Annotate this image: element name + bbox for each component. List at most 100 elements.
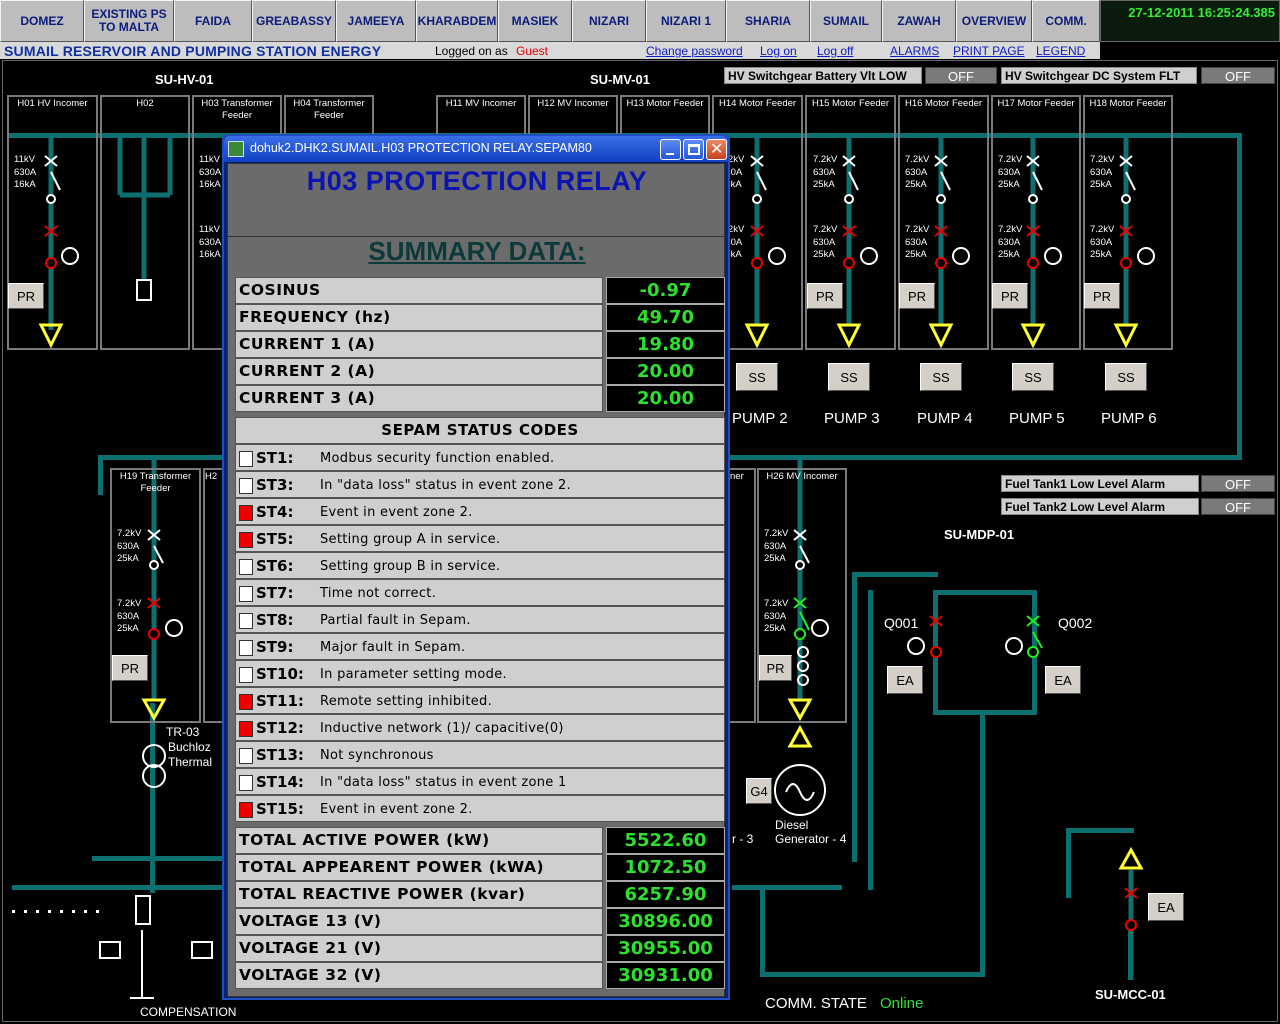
page-title: SUMAIL RESERVOIR AND PUMPING STATION ENE… bbox=[4, 42, 382, 59]
status-code: ST3: bbox=[256, 476, 294, 494]
pump2-ss-button[interactable]: SS bbox=[736, 363, 778, 391]
cell-h19[interactable] bbox=[110, 468, 201, 723]
close-button[interactable]: ✕ bbox=[706, 139, 727, 160]
nav-comm-button[interactable]: COMM. bbox=[1032, 0, 1100, 42]
app-icon bbox=[228, 141, 244, 157]
cell-h02[interactable] bbox=[100, 95, 190, 350]
log-off-link[interactable]: Log off bbox=[817, 43, 854, 58]
nav-greabassy-button[interactable]: GREABASSY bbox=[252, 0, 336, 42]
change-password-link[interactable]: Change password bbox=[646, 43, 743, 58]
status-row: ST3:In "data loss" status in event zone … bbox=[235, 471, 725, 498]
frequency-value: 49.70 bbox=[606, 304, 725, 331]
log-on-link[interactable]: Log on bbox=[760, 43, 797, 58]
load-triangles bbox=[38, 323, 1144, 870]
generator-3-partial-label: r - 3 bbox=[732, 832, 754, 846]
q002-ea-button[interactable]: EA bbox=[1045, 666, 1081, 694]
h19-pr-button[interactable]: PR bbox=[112, 655, 148, 681]
mdp-feed-1 bbox=[852, 572, 938, 577]
active-power-value: 5522.60 bbox=[606, 827, 725, 854]
mcc-ea-button[interactable]: EA bbox=[1148, 893, 1184, 921]
current-user: Guest bbox=[516, 43, 549, 58]
nav-overview-button[interactable]: OVERVIEW bbox=[956, 0, 1032, 42]
status-desc: Major fault in Sepam. bbox=[320, 640, 466, 655]
middle-bus-drop bbox=[98, 455, 103, 495]
status-indicator bbox=[239, 451, 253, 467]
h01-pr-button[interactable]: PR bbox=[8, 283, 44, 309]
nav-nizari-button[interactable]: NIZARI bbox=[572, 0, 646, 42]
cell-h12-title: H12 MV Incomer bbox=[537, 98, 609, 109]
status-desc: Partial fault in Sepam. bbox=[320, 613, 471, 628]
cell-h17[interactable] bbox=[991, 95, 1081, 350]
print-page-link[interactable]: PRINT PAGE bbox=[953, 43, 1025, 58]
bottom-busbar bbox=[12, 885, 224, 890]
cell-h04-title: H04 Transformer Feeder bbox=[293, 98, 365, 121]
summary-heading: SUMMARY DATA: bbox=[368, 236, 586, 266]
nav-sumail-button[interactable]: SUMAIL bbox=[810, 0, 882, 42]
nav-faida-button[interactable]: FAIDA bbox=[174, 0, 252, 42]
cell-h15[interactable] bbox=[805, 95, 896, 350]
h18-pr-button[interactable]: PR bbox=[1084, 283, 1120, 309]
nav-kharabdem-button[interactable]: KHARABDEM bbox=[416, 0, 498, 42]
pump5-ss-button[interactable]: SS bbox=[1012, 363, 1054, 391]
cell-h18[interactable] bbox=[1083, 95, 1173, 350]
cell-h01-title: H01 HV Incomer bbox=[17, 98, 88, 109]
h26-pr-button[interactable]: PR bbox=[759, 655, 792, 681]
h16-pr-button[interactable]: PR bbox=[899, 283, 935, 309]
mcc-left-riser bbox=[1066, 828, 1071, 898]
nav-existing-ps-button[interactable]: EXISTING PS TO MALTA bbox=[84, 0, 174, 42]
current1-label: CURRENT 1 (A) bbox=[235, 331, 603, 358]
cell-h16[interactable] bbox=[898, 95, 989, 350]
status-indicator bbox=[239, 559, 253, 575]
fuel-tank2-alarm-label: Fuel Tank2 Low Level Alarm bbox=[1001, 498, 1199, 515]
fuel-tank1-alarm-value: OFF bbox=[1201, 475, 1275, 492]
status-desc: Time not correct. bbox=[320, 586, 437, 601]
status-desc: Not synchronous bbox=[320, 748, 434, 763]
status-indicator bbox=[239, 532, 253, 548]
cell-h03-title: H03 Transformer Feeder bbox=[201, 98, 273, 121]
nav-nizari-1-button[interactable]: NIZARI 1 bbox=[646, 0, 726, 42]
nav-domez-button[interactable]: DOMEZ bbox=[0, 0, 84, 42]
g4-button[interactable]: G4 bbox=[746, 778, 772, 804]
pump4-ss-button[interactable]: SS bbox=[920, 363, 962, 391]
h15-pr-button[interactable]: PR bbox=[807, 283, 843, 309]
status-code: ST13: bbox=[256, 746, 304, 764]
pump3-ss-button[interactable]: SS bbox=[828, 363, 870, 391]
alarms-link[interactable]: ALARMS bbox=[890, 43, 940, 58]
relay-heading: H03 PROTECTION RELAY bbox=[306, 166, 648, 196]
fuse-symbols bbox=[99, 279, 213, 999]
comm-state-value: Online bbox=[880, 995, 924, 1012]
current2-label: CURRENT 2 (A) bbox=[235, 358, 603, 385]
cell-h25[interactable] bbox=[724, 468, 756, 723]
mv-board-title: SU-MV-01 bbox=[590, 72, 650, 87]
legend-link[interactable]: LEGEND bbox=[1036, 43, 1086, 58]
pump6-ss-button[interactable]: SS bbox=[1105, 363, 1147, 391]
pump3-label: PUMP 3 bbox=[824, 410, 880, 427]
status-indicator bbox=[239, 586, 253, 602]
relay-panel: H03 PROTECTION RELAY SUMMARY DATA: COSIN… bbox=[227, 163, 726, 997]
minimize-button[interactable] bbox=[660, 139, 681, 160]
mdp-feed-2-drop bbox=[868, 590, 873, 890]
hv-battery-alarm-label: HV Switchgear Battery Vlt LOW bbox=[724, 67, 922, 84]
window-titlebar[interactable]: dohuk2.DHK2.SUMAIL.H03 PROTECTION RELAY.… bbox=[224, 136, 728, 162]
cosinus-label: COSINUS bbox=[235, 277, 603, 304]
cell-h13-title: H13 Motor Feeder bbox=[626, 98, 704, 109]
q001-ea-button[interactable]: EA bbox=[887, 666, 923, 694]
dotted-line bbox=[12, 910, 99, 913]
h17-pr-button[interactable]: PR bbox=[992, 283, 1028, 309]
nav-zawah-button[interactable]: ZAWAH bbox=[882, 0, 956, 42]
nav-masiek-button[interactable]: MASIEK bbox=[498, 0, 572, 42]
maximize-button[interactable] bbox=[683, 139, 704, 160]
cell-h26[interactable] bbox=[757, 468, 847, 723]
cell-h01[interactable] bbox=[7, 95, 98, 350]
status-desc: In "data loss" status in event zone 1 bbox=[320, 775, 567, 790]
nav-jameeya-button[interactable]: JAMEEYA bbox=[336, 0, 416, 42]
nav-sharia-button[interactable]: SHARIA bbox=[726, 0, 810, 42]
